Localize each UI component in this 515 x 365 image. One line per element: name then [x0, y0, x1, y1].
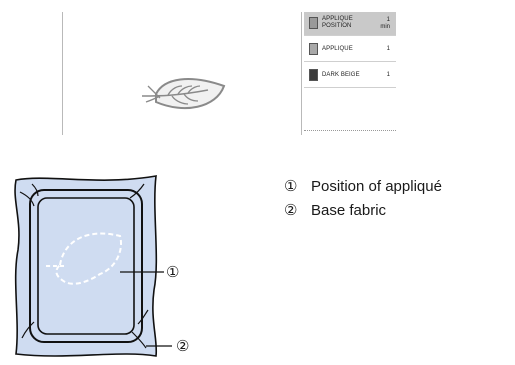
thread-swatch-icon: [309, 43, 318, 55]
thread-row-applique-position[interactable]: APPLIQUE POSITION 1 min: [304, 12, 396, 36]
callout-marker: ②: [176, 337, 200, 355]
base-fabric: [15, 176, 156, 356]
thread-label: DARK BEIGE: [322, 72, 360, 79]
callout-marker: ①: [166, 263, 190, 281]
callout-2: ②: [176, 336, 200, 356]
thread-swatch-icon: [309, 69, 318, 81]
thread-row-dark-beige[interactable]: DARK BEIGE 1: [304, 64, 396, 88]
leaf-applique-icon: [138, 72, 226, 116]
thread-number: 1: [387, 72, 390, 79]
thread-list-bottom-line: [304, 130, 396, 131]
legend-text: Position of appliqué: [311, 178, 442, 195]
thread-label: APPLIQUE: [322, 16, 353, 22]
callout-1: ①: [166, 262, 190, 282]
screen-left-divider: [62, 12, 63, 135]
thread-number: 1: [387, 17, 390, 23]
thread-number: 1: [387, 46, 390, 53]
embroidery-screen: APPLIQUE POSITION 1 min APPLIQUE 1 DARK …: [0, 0, 515, 140]
screen-right-divider: [301, 12, 302, 135]
thread-color-list: APPLIQUE POSITION 1 min APPLIQUE 1 DARK …: [304, 12, 396, 134]
thread-label-line2: POSITION: [322, 23, 351, 29]
legend-text: Base fabric: [311, 202, 386, 219]
thread-row-applique[interactable]: APPLIQUE 1: [304, 38, 396, 62]
legend-marker: ②: [284, 199, 311, 223]
thread-swatch-icon: [309, 17, 318, 29]
thread-unit: min: [380, 24, 390, 30]
legend-marker: ①: [284, 175, 311, 199]
thread-label: APPLIQUE: [322, 46, 353, 53]
